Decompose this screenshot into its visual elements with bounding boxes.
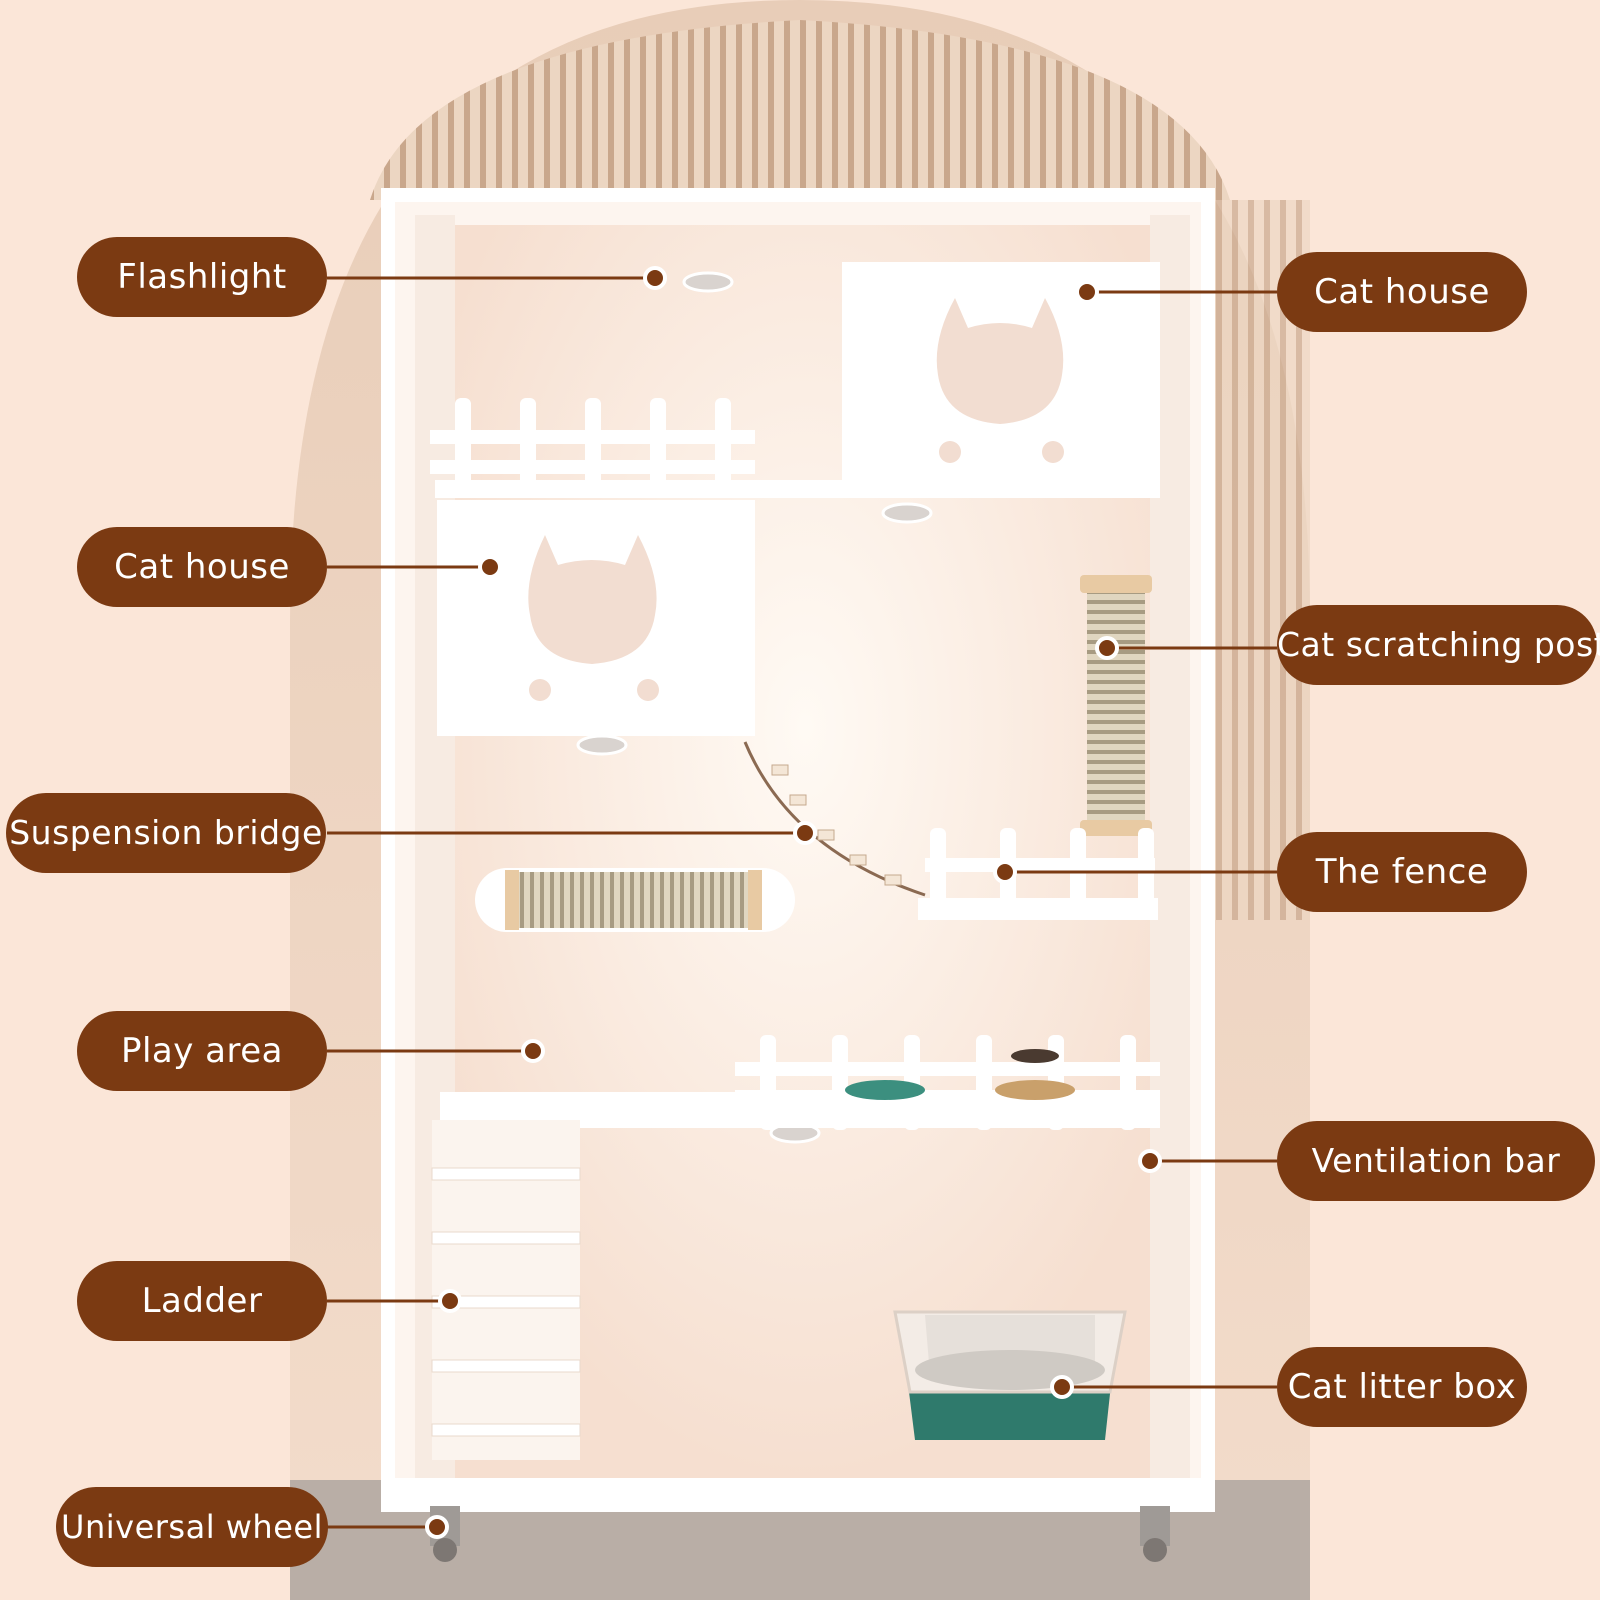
label-ventilation-bar: Ventilation bar bbox=[1277, 1121, 1595, 1201]
label-flashlight: Flashlight bbox=[77, 237, 327, 317]
scratching-post-dot bbox=[1095, 636, 1119, 660]
fence-dot bbox=[993, 860, 1017, 884]
top-cat-house bbox=[842, 262, 1160, 488]
middle-cat-house bbox=[437, 500, 755, 736]
leader-lines bbox=[327, 276, 1277, 1529]
label-cat-house-top: Cat house bbox=[1277, 252, 1527, 332]
horizontal-scratching-post bbox=[475, 868, 795, 932]
cat-house-top-dot bbox=[1075, 280, 1099, 304]
ladder-dot bbox=[438, 1289, 462, 1313]
label-suspension-bridge: Suspension bridge bbox=[6, 793, 326, 873]
label-ladder: Ladder bbox=[77, 1261, 327, 1341]
play-area-dot bbox=[521, 1039, 545, 1063]
flashlight-fixtures bbox=[576, 271, 933, 1144]
label-play-area: Play area bbox=[77, 1011, 327, 1091]
callout-dots bbox=[425, 266, 1162, 1539]
label-cat-litter-box: Cat litter box bbox=[1277, 1347, 1527, 1427]
label-the-fence: The fence bbox=[1277, 832, 1527, 912]
label-cat-scratching-post: Cat scratching post bbox=[1277, 605, 1600, 685]
suspension-bridge-dot bbox=[793, 821, 817, 845]
vertical-scratching-post bbox=[1080, 575, 1152, 836]
right-fence-shelf bbox=[918, 828, 1158, 920]
litter-box-dot bbox=[1050, 1375, 1074, 1399]
upper-shelf bbox=[430, 398, 1160, 498]
label-universal-wheel: Universal wheel bbox=[56, 1487, 328, 1567]
litter-box-illustration bbox=[893, 1310, 1127, 1440]
label-cat-house-mid: Cat house bbox=[77, 527, 327, 607]
universal-wheel-dot bbox=[425, 1515, 449, 1539]
ventilation-bar-dot bbox=[1138, 1149, 1162, 1173]
ladder-illustration bbox=[431, 1120, 581, 1460]
cat-house-mid-dot bbox=[478, 555, 502, 579]
flashlight-dot bbox=[643, 266, 667, 290]
